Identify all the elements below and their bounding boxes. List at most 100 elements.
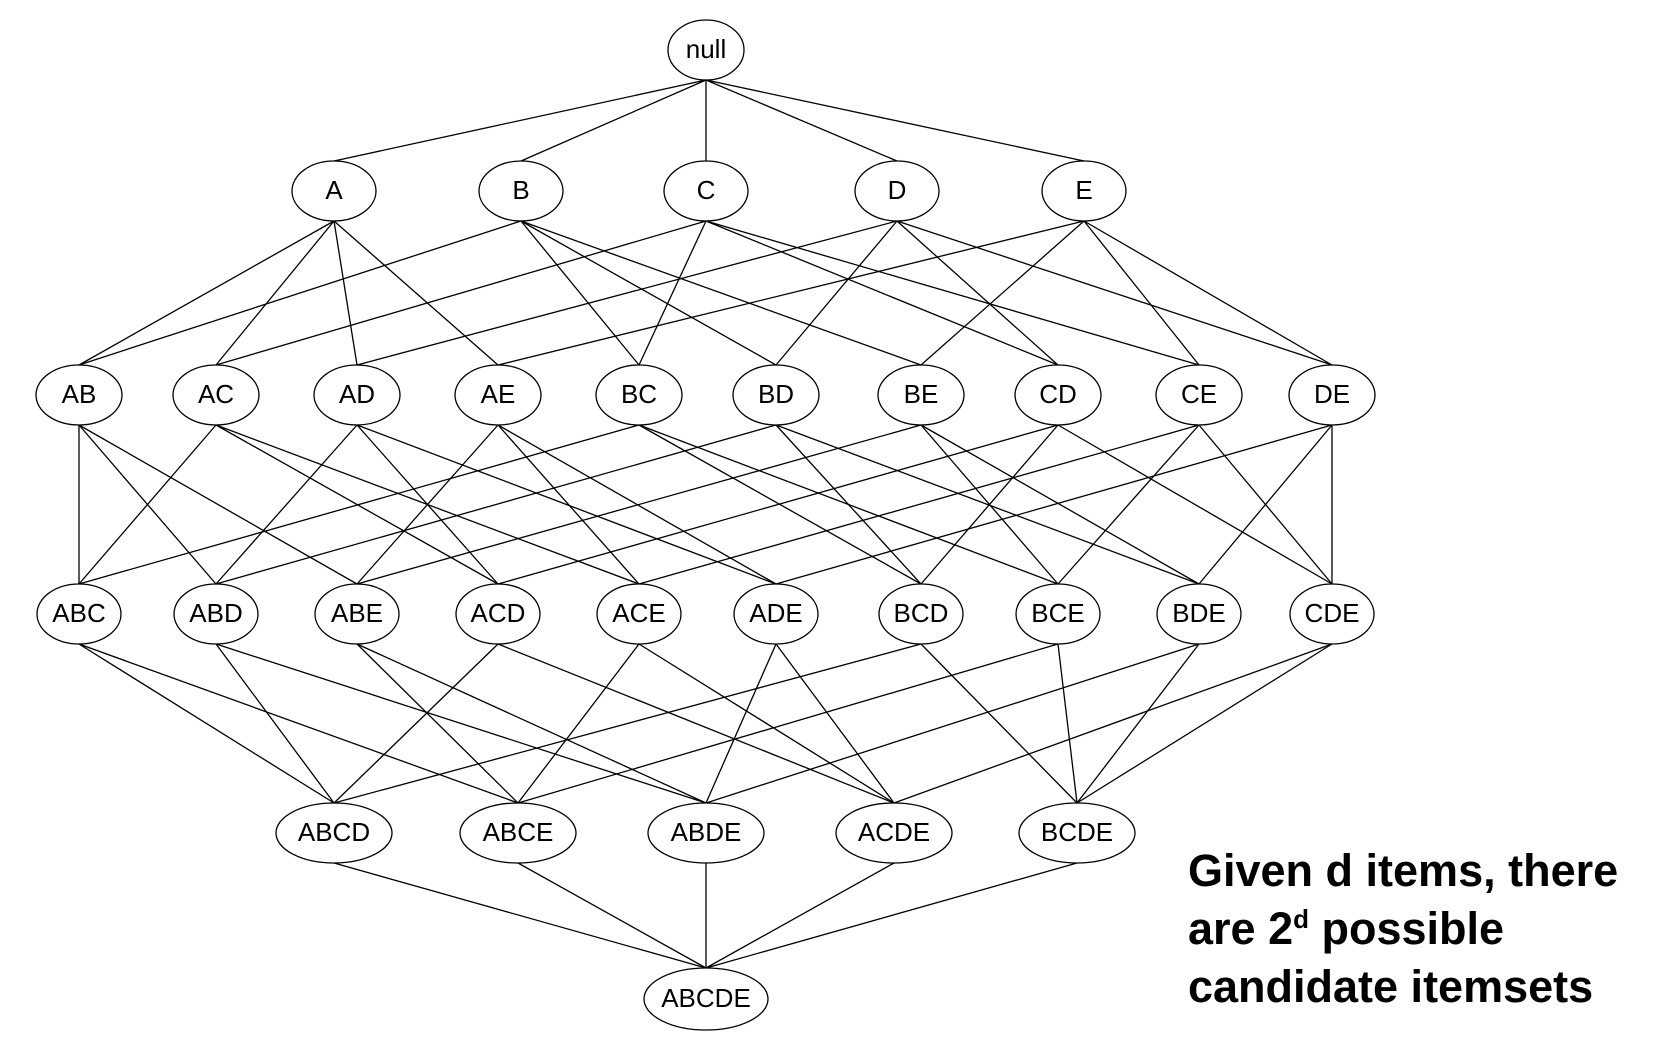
node-label: BE [904,379,939,409]
edge-d-de [896,220,1333,366]
edge-bde-abde [705,643,1200,804]
node-ellipse [314,583,400,645]
edge-bcd-bcde [920,643,1078,804]
node-label: ADE [749,598,802,628]
node-label: BC [621,379,657,409]
edge-e-be [920,220,1085,366]
node-ellipse [878,583,964,645]
node-acd: ACD [455,583,541,645]
edge-abcd-abcde [333,862,707,969]
edge-abc-abcd [78,643,335,804]
edge-ad-abd [215,424,358,585]
edge-de-bde [1198,424,1333,585]
node-ellipse [454,364,542,426]
node-label: D [888,175,907,205]
node-ad: AD [313,364,401,426]
node-ellipse [459,802,577,864]
node-abcde: ABCDE [643,967,769,1031]
node-abcd: ABCD [275,802,393,864]
node-ellipse [1018,802,1136,864]
node-be: BE [877,364,965,426]
node-label: A [325,175,343,205]
node-label: B [512,175,529,205]
edge-a-ae [333,220,499,366]
node-ellipse [35,364,123,426]
edge-c-bc [638,220,707,366]
edge-d-cd [896,220,1059,366]
edge-ace-acde [638,643,895,804]
node-acde: ACDE [835,802,953,864]
node-null: null [667,19,745,81]
edge-abd-abde [215,643,707,804]
node-ellipse [455,583,541,645]
edge-bde-bcde [1076,643,1200,804]
edge-c-ac [215,220,707,366]
node-label: C [697,175,716,205]
edge-cd-acd [497,424,1059,585]
edge-abe-abce [356,643,519,804]
node-label: ABDE [671,817,742,847]
node-label: ABE [331,598,383,628]
edge-e-ce [1083,220,1200,366]
edge-bcd-abcd [333,643,922,804]
edge-null-d [705,79,898,162]
edge-acd-abcd [333,643,499,804]
edge-d-bd [775,220,898,366]
edge-ade-abde [705,643,777,804]
edge-bd-bde [775,424,1200,585]
node-label: ABD [189,598,242,628]
node-bd: BD [732,364,820,426]
node-ellipse [1155,364,1243,426]
node-ellipse [663,160,749,222]
node-d: D [854,160,940,222]
caption-line-3: candidate itemsets [1188,961,1594,1012]
node-b: B [478,160,564,222]
edge-ade-acde [775,643,895,804]
edge-acd-acde [497,643,895,804]
node-ellipse [275,802,393,864]
node-cd: CD [1014,364,1102,426]
node-e: E [1041,160,1127,222]
node-label: AD [339,379,375,409]
node-ellipse [1289,583,1375,645]
edge-abd-abcd [215,643,335,804]
node-label: CDE [1305,598,1360,628]
lattice-edges [78,79,1333,969]
node-ab: AB [35,364,123,426]
node-abce: ABCE [459,802,577,864]
edge-b-bd [520,220,777,366]
node-ellipse [733,583,819,645]
node-label: null [686,34,726,64]
edge-b-ab [78,220,522,366]
node-label: ACD [471,598,526,628]
node-label: AC [198,379,234,409]
edge-acde-abcde [705,862,895,969]
edge-e-de [1083,220,1333,366]
edge-b-be [520,220,922,366]
caption-exponent: d [1293,904,1309,934]
edge-bd-bcd [775,424,922,585]
edge-cde-bcde [1076,643,1333,804]
caption: Given d items, there are 2d possible can… [1188,842,1668,1016]
node-label: E [1075,175,1092,205]
node-ellipse [36,583,122,645]
node-abe: ABE [314,583,400,645]
node-label: BD [758,379,794,409]
node-label: CE [1181,379,1217,409]
node-ce: CE [1155,364,1243,426]
edge-cd-cde [1057,424,1333,585]
edge-a-ac [215,220,335,366]
node-a: A [291,160,377,222]
node-bc: BC [595,364,683,426]
node-ellipse [854,160,940,222]
edge-ad-ade [356,424,777,585]
edge-bce-abce [517,643,1059,804]
node-bde: BDE [1156,583,1242,645]
node-label: ACDE [858,817,930,847]
node-ellipse [478,160,564,222]
node-abde: ABDE [647,802,765,864]
edge-b-bc [520,220,640,366]
edge-d-ad [356,220,898,366]
